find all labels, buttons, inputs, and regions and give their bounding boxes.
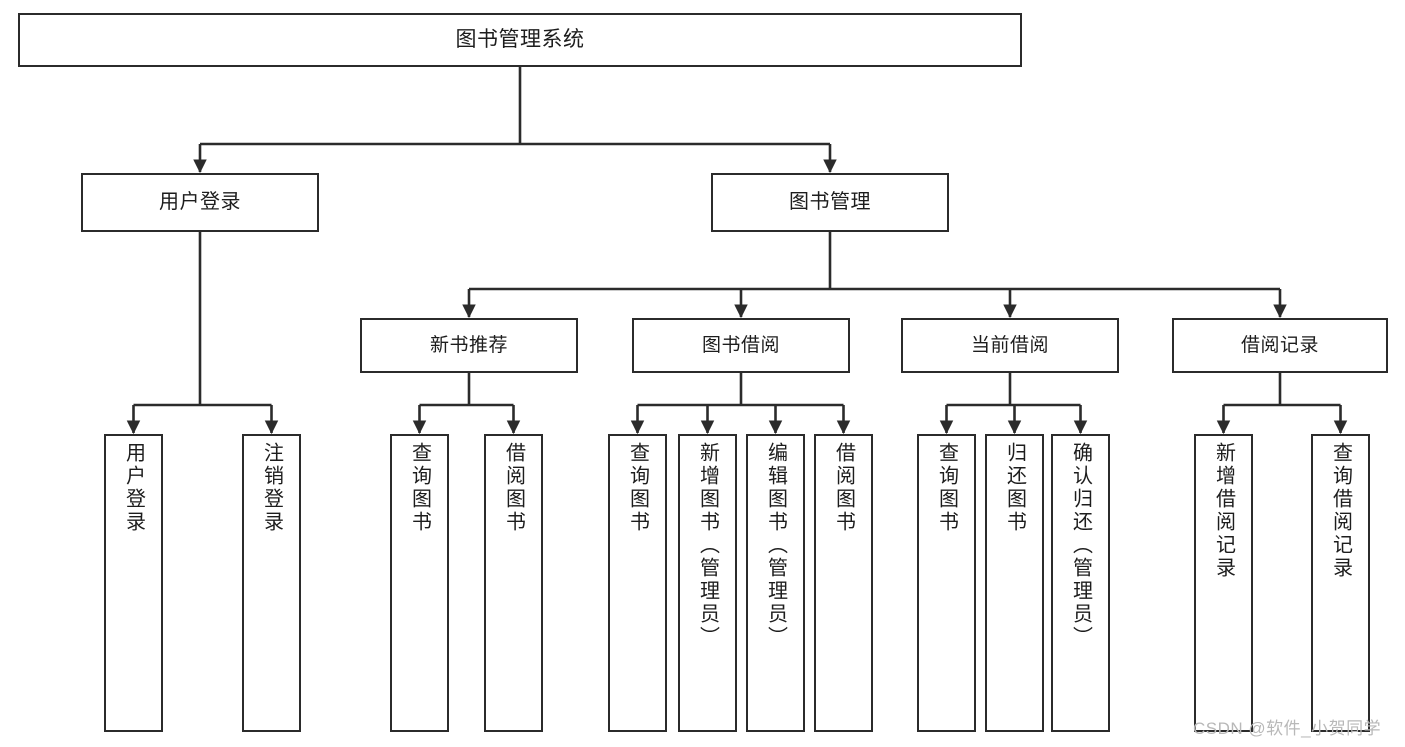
node-l9[interactable]: 查询图书 (917, 434, 976, 732)
node-label: 编辑图书（管理员） (764, 442, 787, 649)
node-label: 查询图书 (408, 442, 431, 534)
node-root[interactable]: 图书管理系统 (18, 13, 1022, 67)
node-label: 图书借阅 (701, 334, 780, 356)
node-label: 借阅图书 (832, 442, 855, 534)
node-l8[interactable]: 借阅图书 (814, 434, 873, 732)
node-current[interactable]: 当前借阅 (901, 318, 1119, 373)
node-l11[interactable]: 确认归还（管理员） (1051, 434, 1110, 732)
node-borrow[interactable]: 图书借阅 (632, 318, 850, 373)
node-label: 当前借阅 (970, 334, 1049, 356)
node-label: 用户登录 (159, 191, 241, 214)
node-l10[interactable]: 归还图书 (985, 434, 1044, 732)
node-l5[interactable]: 查询图书 (608, 434, 667, 732)
watermark-label: CSDN @软件_小贺同学 (1193, 719, 1382, 738)
node-login[interactable]: 用户登录 (81, 173, 319, 232)
node-l2[interactable]: 注销登录 (242, 434, 301, 732)
node-label: 借阅图书 (502, 442, 525, 534)
node-label: 确认归还（管理员） (1069, 442, 1092, 649)
node-label: 归还图书 (1003, 442, 1026, 534)
node-label: 新增借阅记录 (1212, 442, 1235, 580)
node-l3[interactable]: 查询图书 (390, 434, 449, 732)
node-l7[interactable]: 编辑图书（管理员） (746, 434, 805, 732)
node-label: 注销登录 (260, 442, 283, 534)
node-label: 新增图书（管理员） (696, 442, 719, 649)
node-records[interactable]: 借阅记录 (1172, 318, 1388, 373)
node-label: 查询图书 (935, 442, 958, 534)
node-label: 图书管理系统 (455, 28, 585, 52)
node-label: 用户登录 (122, 442, 145, 534)
node-label: 借阅记录 (1240, 334, 1319, 356)
node-label: 查询借阅记录 (1329, 442, 1352, 580)
node-l1[interactable]: 用户登录 (104, 434, 163, 732)
node-bookmgmt[interactable]: 图书管理 (711, 173, 949, 232)
node-label: 图书管理 (789, 191, 871, 214)
node-label: 查询图书 (626, 442, 649, 534)
node-l6[interactable]: 新增图书（管理员） (678, 434, 737, 732)
node-l13[interactable]: 查询借阅记录 (1311, 434, 1370, 732)
node-label: 新书推荐 (429, 334, 508, 356)
node-newbook[interactable]: 新书推荐 (360, 318, 578, 373)
node-l4[interactable]: 借阅图书 (484, 434, 543, 732)
node-l12[interactable]: 新增借阅记录 (1194, 434, 1253, 732)
